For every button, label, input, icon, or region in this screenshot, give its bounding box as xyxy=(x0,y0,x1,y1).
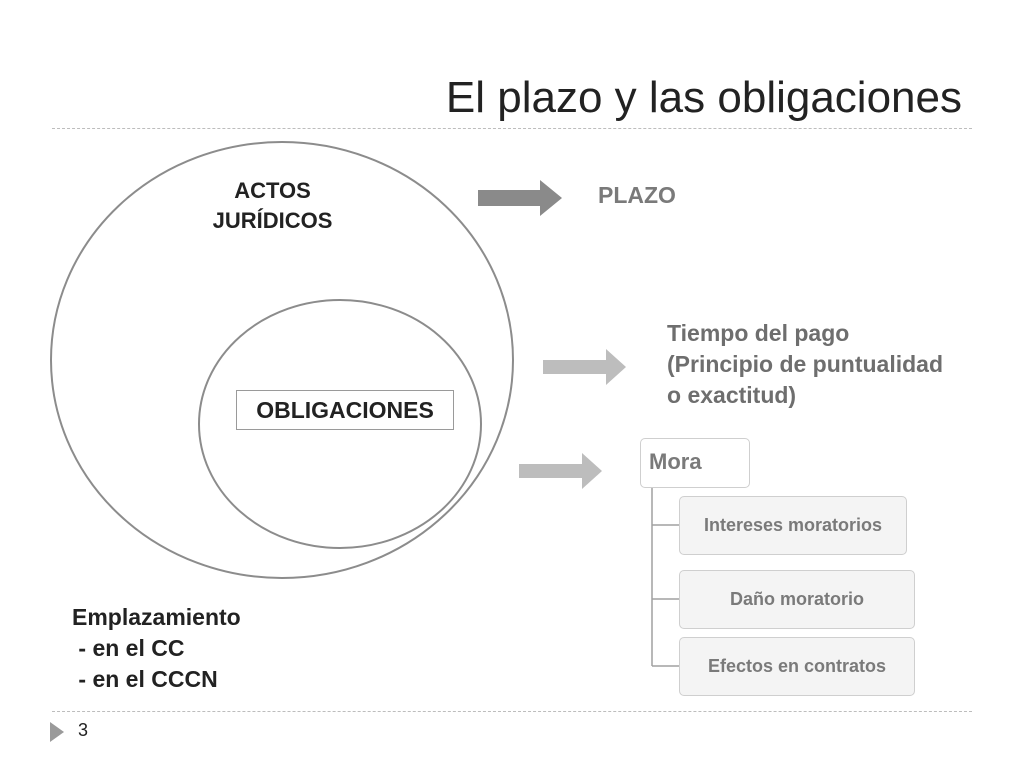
actos-juridicos-label: ACTOS JURÍDICOS xyxy=(190,176,355,236)
efectos-en-contratos-box: Efectos en contratos xyxy=(679,637,915,696)
emplazamiento-heading: Emplazamiento xyxy=(72,604,241,630)
emplazamiento-item-cc: - en el CC xyxy=(72,635,185,661)
tiempo-del-pago-label: Tiempo del pago (Principio de puntualida… xyxy=(667,318,1007,411)
slide-title: El plazo y las obligaciones xyxy=(445,73,962,122)
mora-connector-lines xyxy=(651,488,679,667)
arrow-to-plazo xyxy=(478,180,562,216)
tiempo-line-1: Tiempo del pago xyxy=(667,320,850,346)
plazo-label: PLAZO xyxy=(598,182,676,208)
arrow-to-tiempo-del-pago xyxy=(543,349,626,385)
tiempo-line-2: (Principio de puntualidad xyxy=(667,351,943,377)
outer-circle-actos-juridicos xyxy=(50,141,514,579)
obligaciones-label: OBLIGACIONES xyxy=(236,390,454,430)
page-number: 3 xyxy=(78,720,89,740)
emplazamiento-item-cccn: - en el CCCN xyxy=(72,666,218,692)
actos-label-line: ACTOS xyxy=(234,178,311,203)
dano-moratorio-box: Daño moratorio xyxy=(679,570,915,629)
emplazamiento-block: Emplazamiento - en el CC - en el CCCN xyxy=(72,602,241,695)
juridicos-label-line: JURÍDICOS xyxy=(212,208,333,233)
bottom-divider xyxy=(52,711,972,712)
mora-box: Mora xyxy=(640,438,750,488)
top-divider xyxy=(52,128,972,129)
intereses-moratorios-box: Intereses moratorios xyxy=(679,496,907,555)
tiempo-line-3: o exactitud) xyxy=(667,382,797,408)
arrow-to-mora xyxy=(519,453,602,489)
inner-circle-obligaciones xyxy=(198,299,482,549)
slide-marker-icon xyxy=(50,722,64,742)
